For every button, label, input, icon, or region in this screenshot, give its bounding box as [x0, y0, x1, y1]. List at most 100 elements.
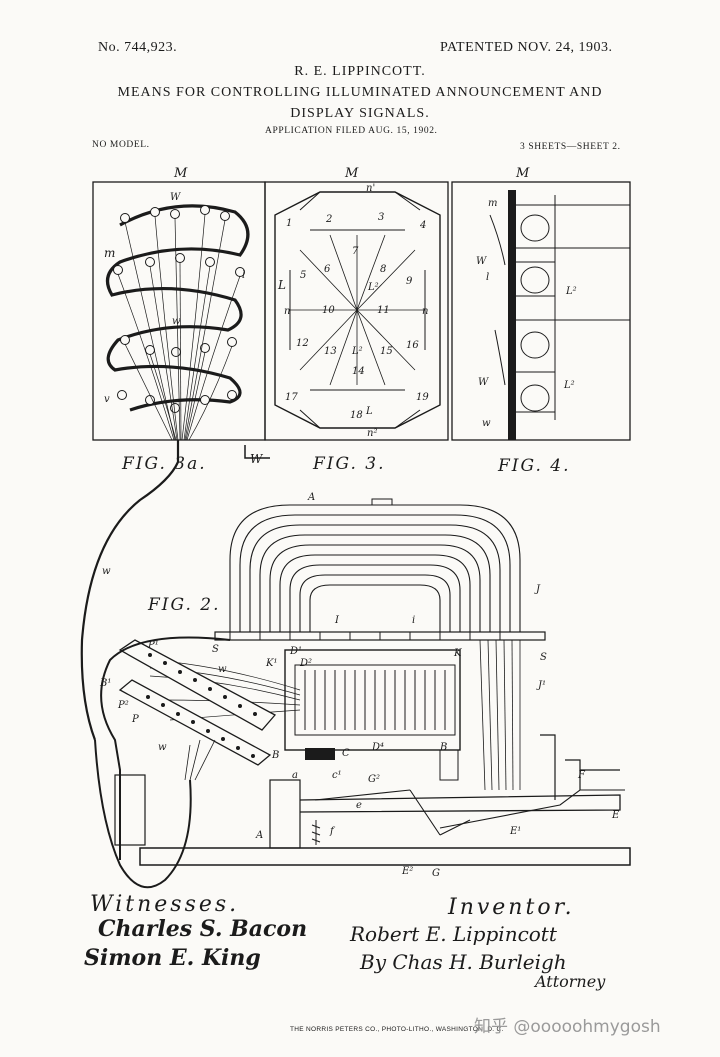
watermark: 知乎 @ooooohmygosh [474, 1017, 661, 1037]
fig2-label-e1: E¹ [510, 826, 522, 837]
fig2-label-c1: c¹ [332, 770, 342, 781]
witnesses-label: Witnesses. [90, 892, 240, 917]
display-num-6: 6 [324, 264, 331, 275]
display-num-17: 17 [285, 392, 298, 403]
fig-4-label: FIG. 4. [498, 456, 571, 476]
display-num-16: 16 [406, 340, 419, 351]
patented-date: PATENTED NOV. 24, 1903. [440, 40, 613, 55]
label-l2-a: L² [368, 282, 379, 293]
label-n-bottom: n² [367, 428, 378, 439]
fig4-label-l2a: L² [566, 286, 577, 297]
fig2-label-d2: D² [300, 658, 313, 669]
patent-number: No. 744,923. [98, 40, 178, 55]
application-filed: APPLICATION FILED AUG. 15, 1902. [265, 126, 438, 136]
display-num-8: 8 [380, 264, 387, 275]
display-num-1: 1 [286, 218, 293, 229]
display-num-2: 2 [326, 214, 333, 225]
fig4-label-w2: W [478, 377, 489, 388]
inventor-label: Inventor. [448, 895, 575, 920]
witness-1-signature: Charles S. Bacon [98, 916, 308, 942]
display-num-14: 14 [352, 366, 365, 377]
attorney-role: Attorney [535, 972, 606, 991]
fig2-label-i1: I [335, 615, 339, 626]
fig-4-drawing [451, 181, 631, 441]
display-num-15: 15 [380, 346, 393, 357]
title-line-1: MEANS FOR CONTROLLING ILLUMINATED ANNOUN… [117, 85, 603, 100]
fig2-label-a-left: A [256, 830, 264, 841]
display-num-5: 5 [300, 270, 307, 281]
display-num-18: 18 [350, 410, 363, 421]
fig-3-drawing [264, 181, 449, 441]
display-num-3: 3 [378, 212, 385, 223]
fig2-label-s-left: S [212, 644, 219, 655]
label-w: W [170, 192, 181, 203]
label-n-left: n [284, 306, 291, 317]
fig4-label-w: W [476, 256, 487, 267]
fig-2-drawing [94, 498, 631, 889]
display-num-4: 4 [420, 220, 427, 231]
label-l2-b: L² [352, 346, 363, 357]
fig2-label-j: J [536, 584, 541, 595]
fig2-label-g2: G² [368, 774, 380, 785]
fig2-label-b2: B [272, 750, 280, 761]
fig2-label-e: e [356, 800, 362, 811]
fig2-label-b1: B¹ [100, 678, 112, 689]
fig2-label-e2: E² [402, 866, 414, 877]
title-line-2: DISPLAY SIGNALS. [290, 106, 430, 121]
fig2-label-f-cap: F [578, 770, 585, 781]
label-v: v [104, 394, 110, 405]
fig4-label-l: l [486, 272, 490, 283]
label-m-3a: M [174, 166, 188, 181]
inventor-name: R. E. LIPPINCOTT. [294, 64, 426, 79]
label-m-small: m [104, 246, 116, 260]
fig2-label-c: C [342, 748, 350, 759]
attorney-signature: By Chas H. Burleigh [360, 950, 567, 974]
fig2-label-b3: B [440, 742, 448, 753]
fig2-label-a-small: a [292, 770, 298, 781]
fig4-label-w3: w [482, 418, 491, 429]
fig2-label-j1: J¹ [538, 680, 547, 691]
fig2-label-i2: i [412, 615, 416, 626]
display-num-11: 11 [377, 305, 390, 316]
fig2-label-w-a: w [218, 664, 227, 675]
label-l-3a: l [242, 270, 246, 281]
label-m-4: M [516, 166, 530, 181]
fig2-label-g: G [432, 868, 440, 879]
model-note: NO MODEL. [92, 140, 150, 150]
fig2-label-k: K [454, 648, 462, 659]
label-m-3: M [345, 166, 359, 181]
label-l-bottom: L [366, 406, 373, 417]
inventor-signature: Robert E. Lippincott [350, 922, 557, 946]
label-w-bottom: W [250, 452, 263, 466]
fig-3a-label: FIG. 3a. [122, 454, 207, 474]
display-num-7: 7 [352, 246, 359, 257]
label-w-small: w [172, 316, 181, 327]
label-n-right: n [422, 306, 429, 317]
fig-3-label: FIG. 3. [313, 454, 386, 474]
fig2-label-s-right: S [540, 652, 547, 663]
fig2-label-d4: D⁴ [372, 742, 385, 753]
fig2-label-d1: D¹ [290, 646, 303, 657]
display-num-9: 9 [406, 276, 413, 287]
fig2-label-k1: K¹ [266, 658, 278, 669]
fig2-label-w-b: w [158, 742, 167, 753]
fig2-label-e-cap: E [612, 810, 620, 821]
fig2-label-p2: P² [118, 700, 129, 711]
witness-2-signature: Simon E. King [84, 945, 261, 971]
label-l-left: L [278, 278, 286, 292]
display-num-10: 10 [322, 305, 335, 316]
fig2-label-f: f [330, 826, 334, 837]
fig4-label-l2b: L² [564, 380, 575, 391]
display-num-19: 19 [416, 392, 429, 403]
display-num-12: 12 [296, 338, 309, 349]
label-n-top: n' [366, 183, 376, 194]
fig-3a-drawing [80, 181, 270, 741]
sheet-note: 3 SHEETS—SHEET 2. [520, 142, 621, 152]
fig2-label-w-left: w [102, 566, 111, 577]
fig-2-label: FIG. 2. [148, 595, 221, 615]
fig2-label-p1: P¹ [148, 640, 159, 651]
fig2-label-a: A [308, 492, 316, 503]
display-num-13: 13 [324, 346, 337, 357]
fig4-label-m: m [488, 198, 498, 209]
